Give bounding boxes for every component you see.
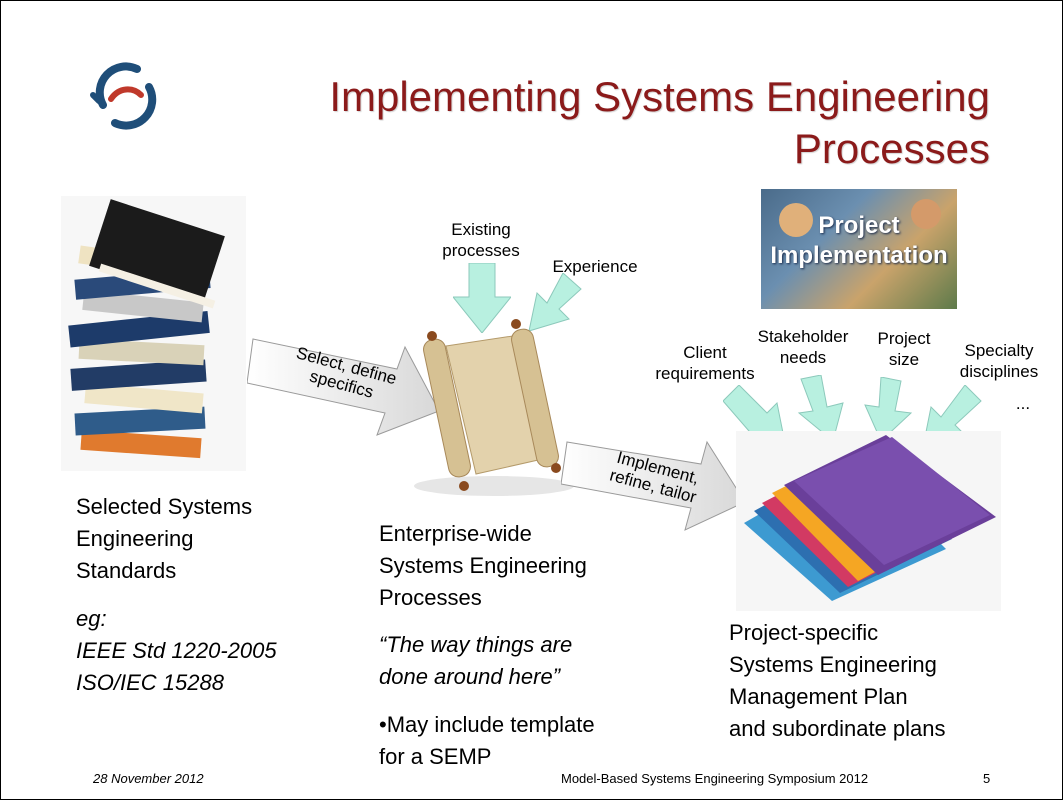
- selected-standards-text: Selected Systems Engineering Standards: [76, 494, 253, 583]
- project-implementation-image: Project Implementation: [761, 189, 957, 309]
- semp-bullet: •May include template for a SEMP: [379, 712, 595, 769]
- scroll-image: [414, 319, 574, 496]
- enterprise-quote: “The way things are done around here”: [379, 632, 573, 689]
- books-stack-image: [61, 196, 246, 471]
- person-icon: [779, 203, 813, 237]
- existing-processes-label: Existing processes: [442, 220, 520, 260]
- experience-label: Experience: [552, 257, 638, 276]
- logo-icon: [90, 62, 157, 130]
- folders-image: [736, 431, 1001, 611]
- page-title: Implementing Systems Engineering Process…: [329, 73, 990, 172]
- project-size-arrow-icon: [864, 377, 913, 441]
- experience-arrow-icon: [528, 273, 582, 332]
- standards-examples: eg: IEEE Std 1220-2005 ISO/IEC 15288: [76, 606, 277, 695]
- enterprise-processes-text: Enterprise-wide Systems Engineering Proc…: [379, 521, 587, 610]
- project-size-label: Project size: [877, 329, 931, 369]
- specialty-disciplines-label: Specialty disciplines: [959, 341, 1039, 381]
- existing-processes-arrow-icon: [453, 263, 511, 333]
- page-number: 5: [983, 771, 991, 786]
- ellipsis-label: ...: [1015, 394, 1031, 413]
- stakeholder-arrow-icon: [797, 375, 844, 441]
- project-plan-text: Project-specific Systems Engineering Man…: [729, 620, 946, 741]
- select-define-arrow: [247, 338, 440, 436]
- project-implementation-text: Project Implementation: [770, 212, 948, 269]
- implement-refine-arrow: [561, 440, 746, 531]
- footer-event: Model-Based Systems Engineering Symposiu…: [561, 771, 869, 786]
- footer-date: 28 November 2012: [93, 771, 204, 786]
- client-requirements-label: Client requirements: [655, 343, 755, 383]
- stakeholder-needs-label: Stakeholder needs: [757, 327, 849, 367]
- person-icon: [911, 199, 941, 229]
